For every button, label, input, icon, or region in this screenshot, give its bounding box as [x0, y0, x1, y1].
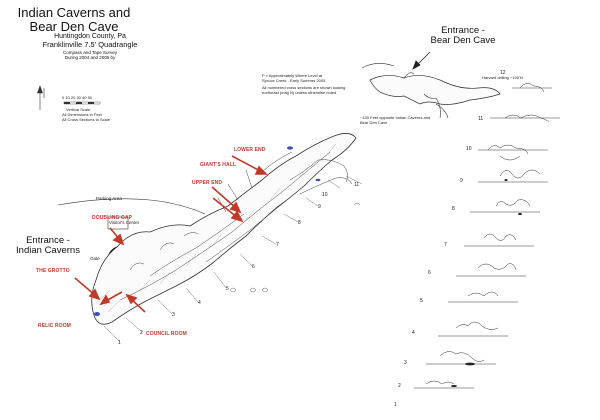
section-number: 4: [412, 330, 415, 336]
section-number: 10: [466, 146, 472, 152]
north-arrow-icon: [37, 85, 45, 110]
map-section-number: 5: [226, 286, 229, 292]
cross-section-profiles: [414, 83, 560, 389]
parking-area-label: Parking Area: [96, 196, 122, 201]
inner-passages: [119, 151, 353, 301]
red-arrows: [74, 155, 268, 313]
cross-section-lines: [103, 175, 363, 343]
giants-hall-label: GIANT'S HALL: [200, 162, 236, 168]
lower-end-label: LOWER END: [234, 147, 266, 153]
section-number: 5: [420, 298, 423, 304]
title-line-2: Bear Den Cave: [29, 18, 119, 34]
bear-den-passage: [403, 72, 449, 119]
doubling-gap-label: DOUBLING GAP: [92, 215, 133, 221]
visitors-center-label: Visitor's Center: [109, 220, 140, 225]
section-number: 3: [404, 360, 407, 366]
map-section-number: 8: [298, 220, 301, 226]
entrance-bear-den-label: Entrance - Bear Den Cave: [418, 25, 508, 47]
section-number: 11: [478, 116, 484, 122]
survey-line-1: Compass and Tape Survey: [63, 49, 117, 55]
legend-note-4: northeast (mag N) unless otherwise noted: [262, 90, 337, 95]
section-number: 9: [460, 178, 463, 184]
bear-den-surface: [361, 63, 395, 69]
relic-room-label: RELIC ROOM: [38, 323, 71, 329]
entrance-indian-line-1: Entrance -: [26, 235, 70, 246]
map-title: Indian Caverns and Bear Den Cave: [4, 6, 144, 33]
scale-numbers: 0 10 20 30 40 50: [62, 95, 93, 100]
entrance-indian-caverns-label: Entrance - Indian Caverns: [8, 235, 88, 257]
county-label: Huntingdon County, Pa: [54, 33, 126, 40]
loose-features: [229, 202, 361, 293]
all-dimensions-label: All Dimensions in Feet: [62, 112, 102, 117]
legend-note-1: P ≈ Approximately Where Level at: [262, 73, 323, 78]
map-section-number: 11: [354, 182, 360, 188]
bear-den-note: Harvard drilling ~100'N: [482, 75, 523, 80]
map-section-number: 1: [118, 340, 121, 346]
map-subtitle: Huntingdon County, Pa Franklinville 7.5'…: [40, 33, 140, 60]
entrance-bear-line-2: Bear Den Cave: [430, 35, 496, 47]
cross-section-fills: [451, 179, 522, 387]
map-section-number: 6: [252, 264, 255, 270]
vertical-scale-label: Vertical Scale: [66, 107, 91, 112]
section-number: 1: [394, 402, 397, 408]
survey-line-2: During 2004 and 2005 by: [64, 54, 116, 60]
map-section-number: 9: [318, 204, 321, 210]
upper-end-label: UPPER END: [192, 180, 223, 186]
entrance-indian-line-2: Indian Caverns: [16, 245, 80, 257]
map-section-number: 4: [198, 300, 201, 306]
council-room-label: COUNCIL ROOM: [146, 331, 187, 337]
legend-note-3: All numbered cross sections are shown lo…: [262, 85, 346, 90]
passage-hatching: [99, 143, 337, 313]
water-pools: [94, 146, 321, 316]
the-grotto-label: THE GROTTO: [36, 268, 70, 274]
map-section-number: 7: [276, 242, 279, 248]
section-number: 12: [500, 70, 506, 76]
bear-den-cave-outline: [369, 75, 501, 105]
offset-note: ~130 Feet opposite Indian Caverns and Be…: [360, 115, 431, 125]
map-section-number: 2: [140, 330, 143, 336]
legend-note-2: Spruce Creek - Early Summer 2005: [262, 78, 326, 83]
all-cross-sections-label: All Cross Sections to Scale: [62, 117, 111, 122]
entrance-bear-line-1: Entrance -: [441, 25, 485, 36]
surface-line: [57, 198, 206, 215]
section-number: 8: [452, 206, 455, 212]
gate-label: Gate: [90, 256, 100, 261]
section-number: 2: [398, 383, 401, 389]
section-number: 6: [428, 270, 431, 276]
quadrangle-label: Franklinville 7.5' Quadrangle: [42, 40, 138, 50]
scale-bar: [63, 101, 101, 105]
title-line-1: Indian Caverns and: [17, 5, 131, 20]
map-section-number: 10: [322, 192, 328, 198]
bear-den-entrance-arrow-icon: [412, 51, 431, 70]
map-section-number: 3: [172, 312, 175, 318]
section-number: 7: [444, 242, 447, 248]
